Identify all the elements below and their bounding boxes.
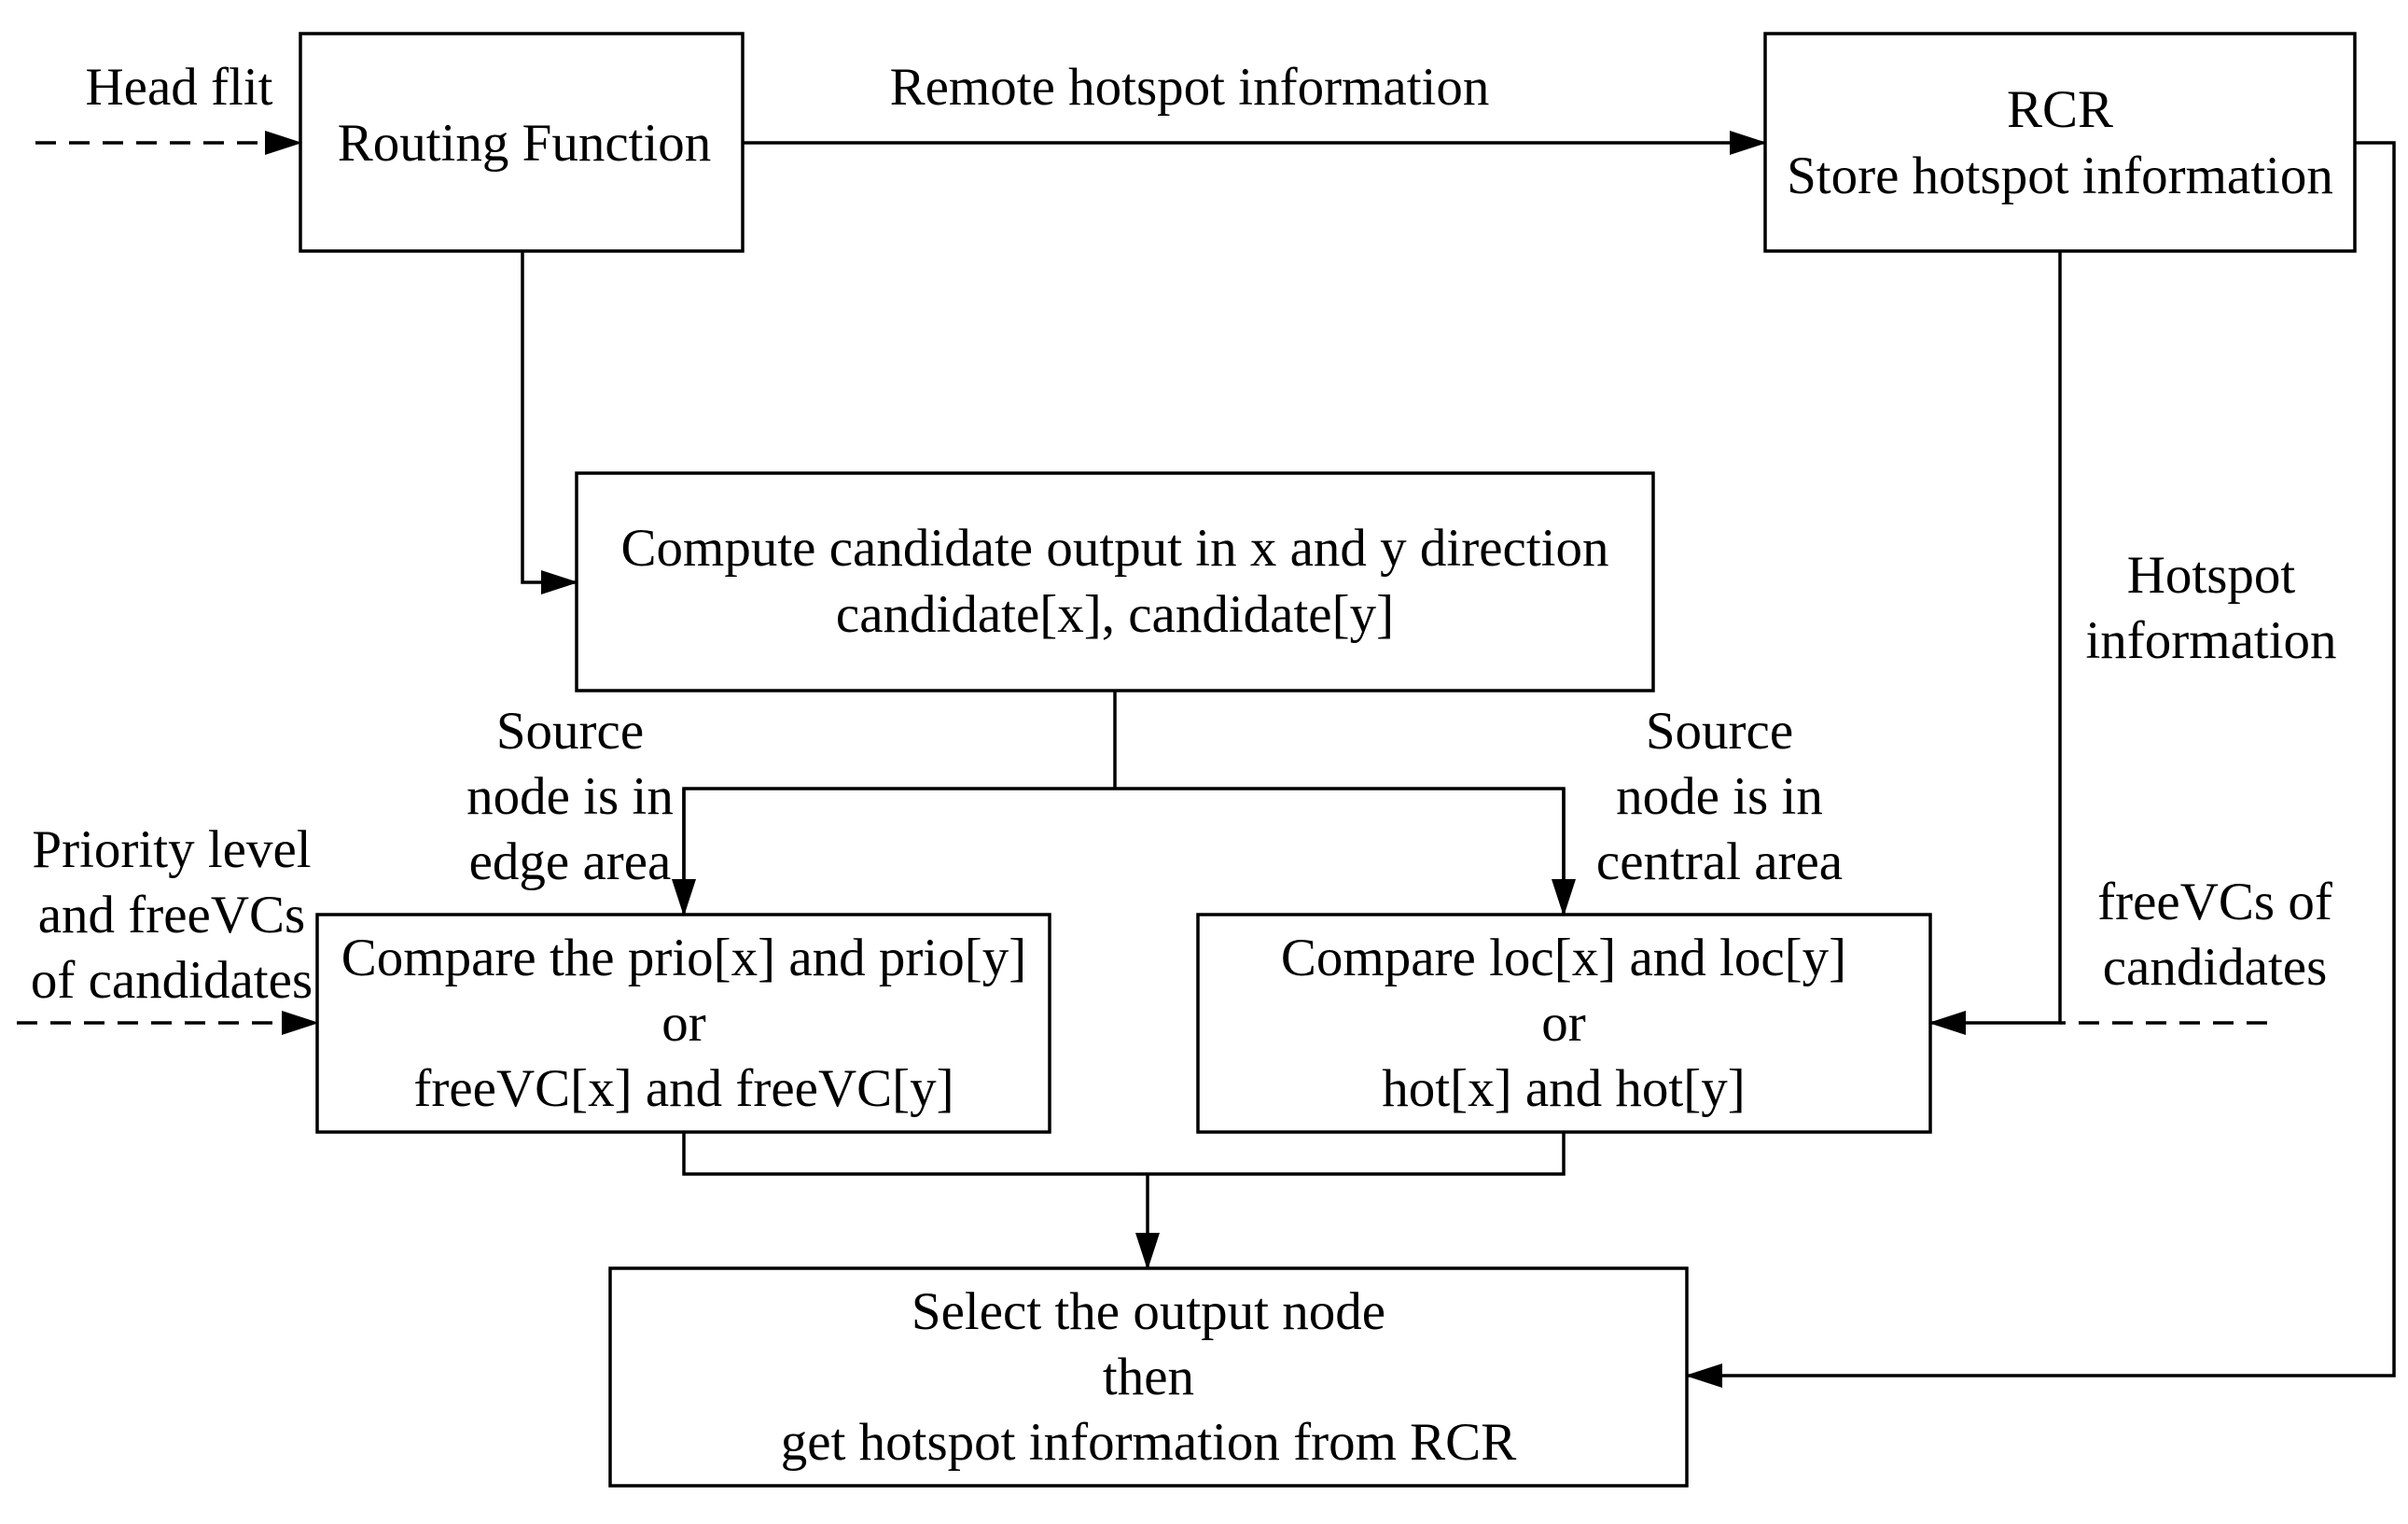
- central-area-label-2: node is in: [1616, 767, 1823, 826]
- select-output-box: [608, 1266, 1689, 1488]
- compare-loc-line2: or: [1541, 994, 1586, 1053]
- freevcs-label-2: candidates: [2103, 938, 2328, 997]
- central-area-label-1: Source: [1646, 702, 1793, 761]
- select-line2: then: [1103, 1348, 1194, 1406]
- compare-loc-line1: Compare loc[x] and loc[y]: [1281, 929, 1846, 987]
- hotspot-info-line: [1928, 251, 2062, 1035]
- head-flit-label: Head flit: [85, 58, 272, 117]
- compare-prio-line2: or: [661, 994, 706, 1053]
- compare-loc-line3: hot[x] and hot[y]: [1382, 1059, 1745, 1118]
- remote-hotspot-label: Remote hotspot information: [890, 58, 1490, 117]
- central-area-label-3: central area: [1596, 832, 1843, 891]
- freevcs-label-1: freeVCs of: [2097, 873, 2332, 931]
- priority-label-1: Priority level: [32, 820, 311, 879]
- select-line3: get hotspot information from RCR: [781, 1413, 1516, 1472]
- hotspot-info-label-2: information: [2085, 611, 2336, 670]
- edge-area-label-1: Source: [496, 702, 644, 761]
- compare-prio-line1: Compare the prio[x] and prio[y]: [341, 929, 1026, 987]
- rcr-to-select-arrow: [1685, 141, 2396, 1388]
- rcr-title: RCR: [2007, 80, 2113, 139]
- routing-function-box: [299, 32, 745, 253]
- routing-function-label: Routing Function: [338, 114, 712, 173]
- edge-area-label-3: edge area: [469, 832, 672, 891]
- rcr-box: [1763, 32, 2357, 253]
- merge-line: [682, 1132, 1566, 1176]
- routing-to-compute-arrow: [521, 251, 578, 594]
- compute-candidate-box: [575, 471, 1655, 692]
- priority-label-3: of candidates: [31, 951, 313, 1010]
- split-horizontal: [682, 787, 1566, 915]
- compute-line1: Compute candidate output in x and y dire…: [620, 519, 1608, 578]
- rcr-subtitle: Store hotspot information: [1787, 147, 2333, 205]
- compute-line2: candidate[x], candidate[y]: [836, 585, 1394, 644]
- compare-prio-line3: freeVC[x] and freeVC[y]: [413, 1059, 953, 1118]
- compare-prio-box: [315, 913, 1051, 1134]
- priority-label-2: and freeVCs: [38, 886, 305, 944]
- edge-area-label-2: node is in: [466, 767, 674, 826]
- select-line1: Select the output node: [912, 1282, 1385, 1341]
- hotspot-info-label-1: Hotspot: [2127, 546, 2296, 605]
